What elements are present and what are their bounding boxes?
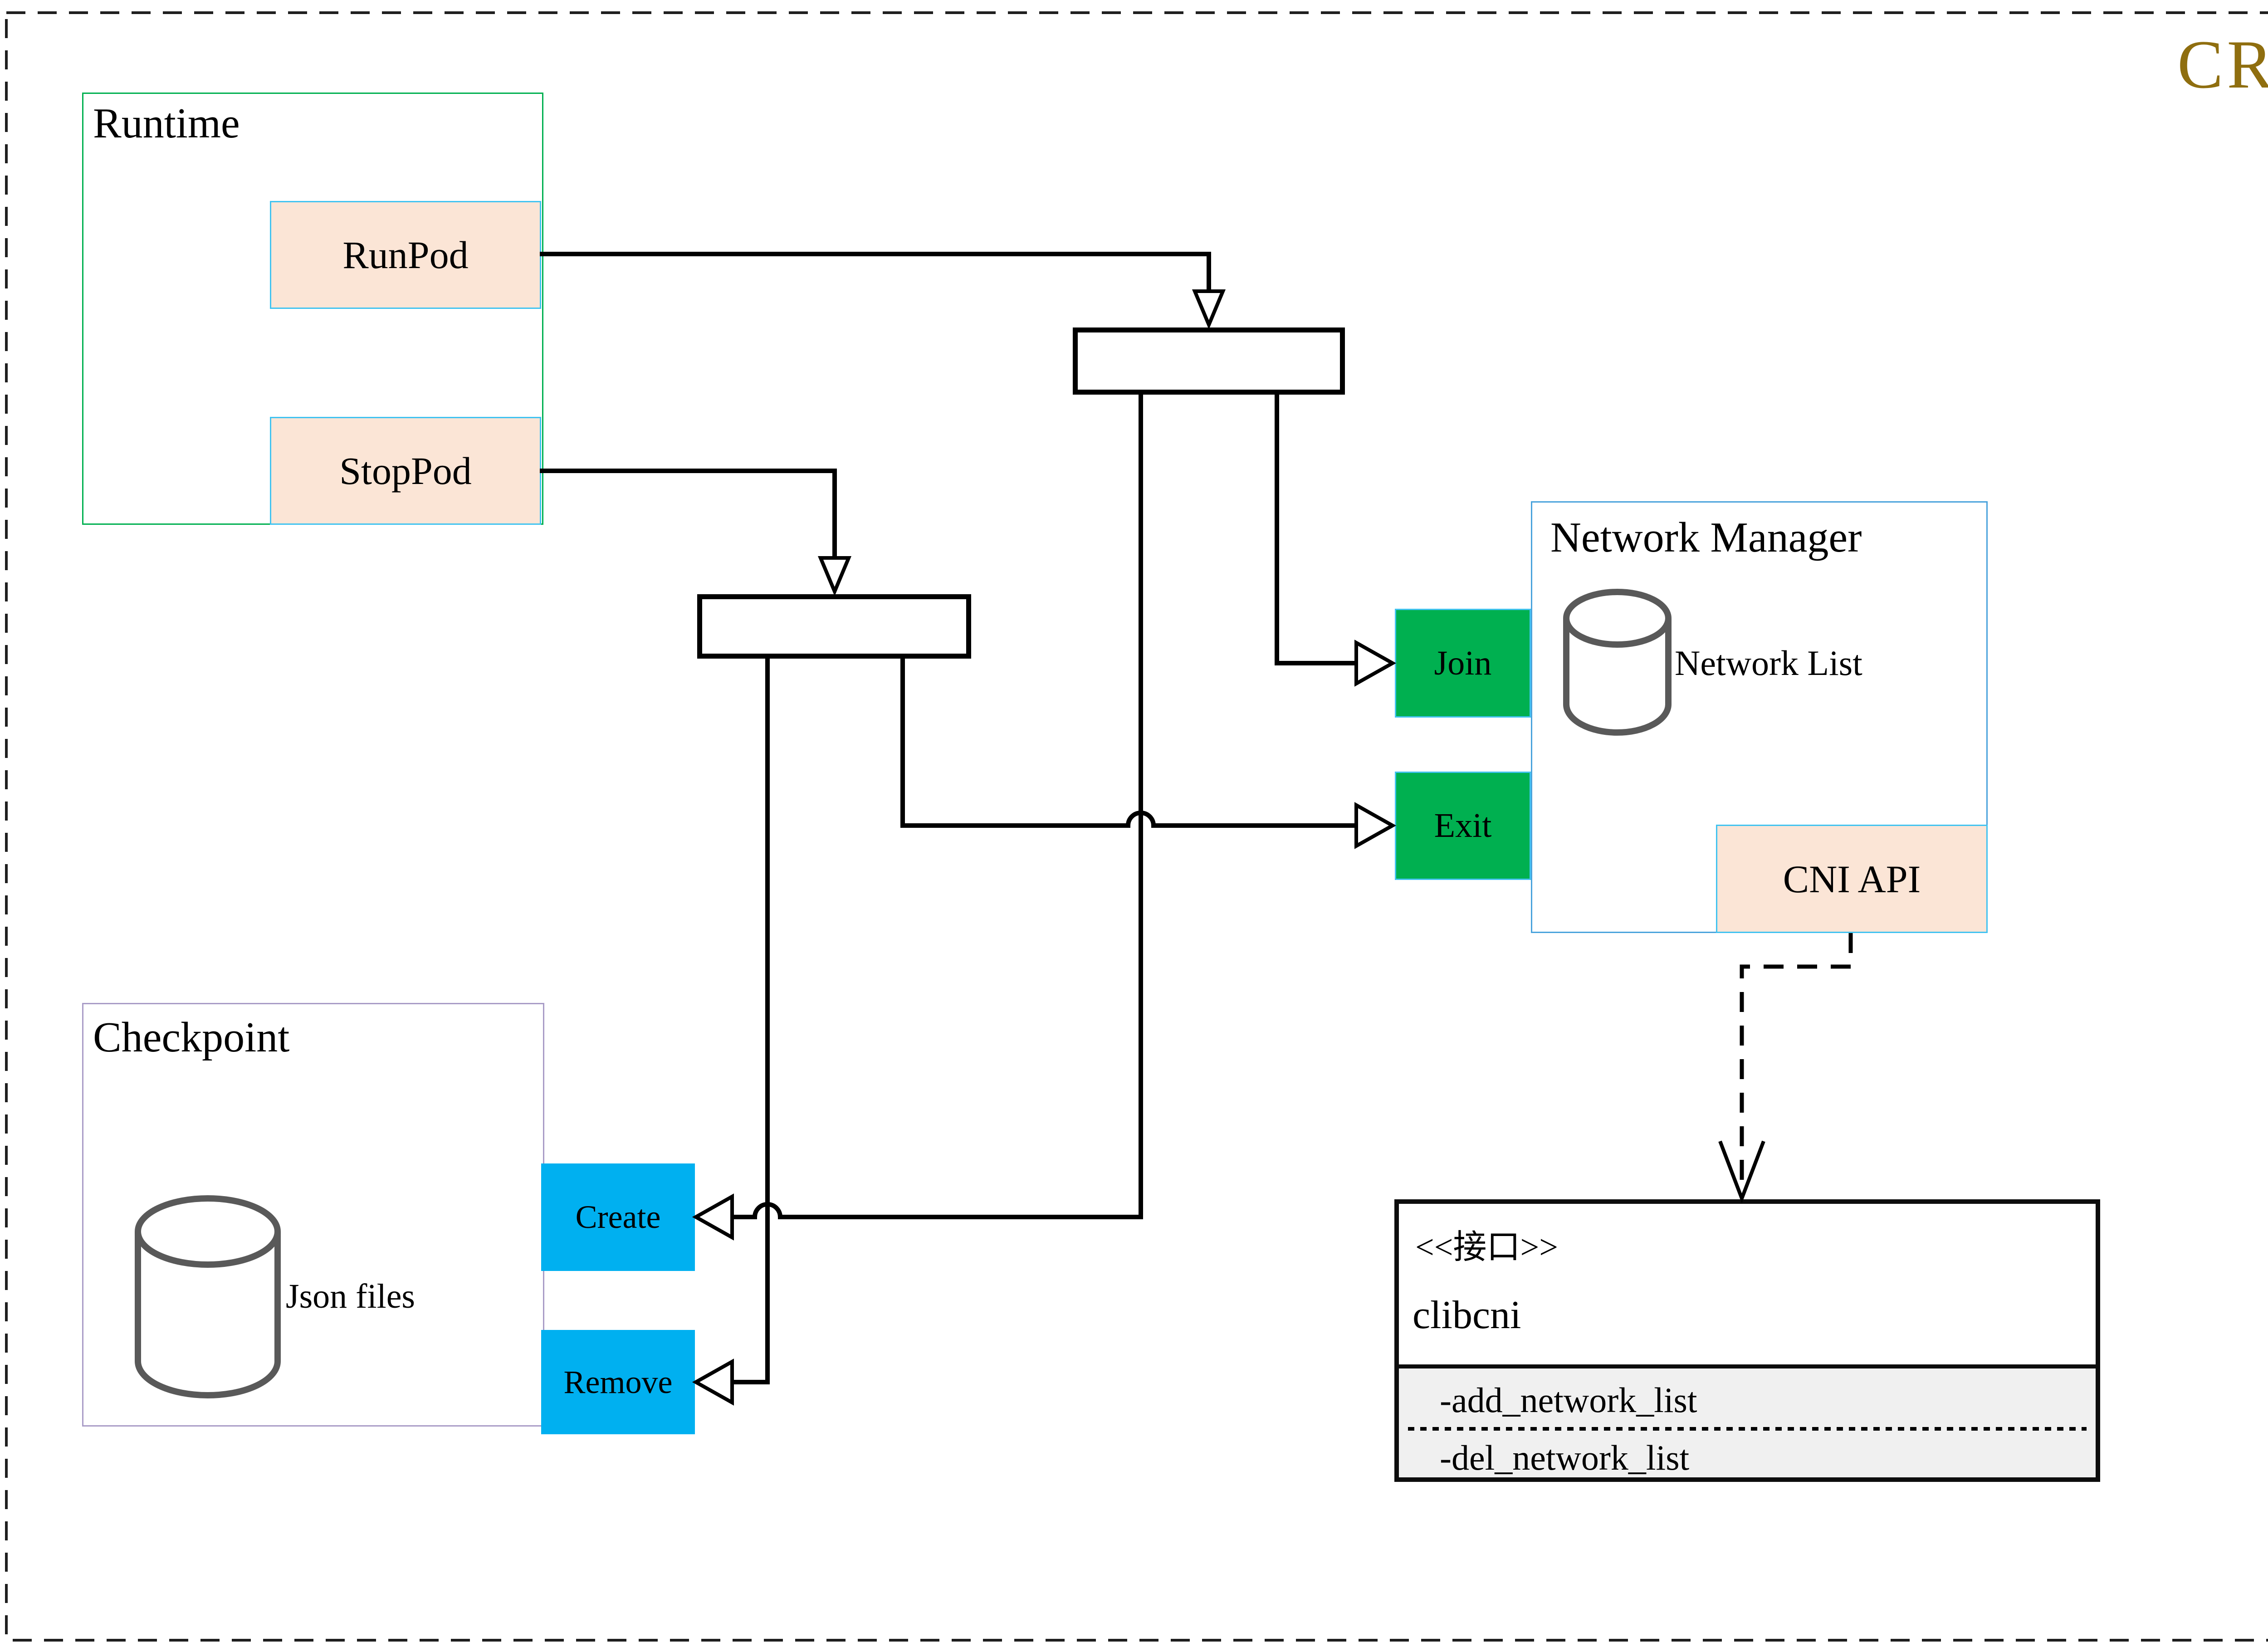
flow-box-runpod xyxy=(1073,327,1345,395)
interface-name: clibcni xyxy=(1413,1293,1521,1337)
arrowhead-right-exit-icon xyxy=(1354,802,1397,849)
arrowhead-down-flowbox2-icon xyxy=(817,556,852,596)
checkpoint-container xyxy=(82,1003,544,1427)
arrowhead-right-join-icon xyxy=(1354,640,1397,687)
arrow-stoppod-to-flowbox2 xyxy=(540,469,837,557)
arrowhead-open-v-clibcni-icon xyxy=(1718,1140,1765,1204)
checkpoint-title: Checkpoint xyxy=(93,1014,290,1061)
cni-api-node: CNI API xyxy=(1716,825,1988,933)
flow-box-stoppod xyxy=(697,594,971,659)
arrowhead-left-create-icon xyxy=(692,1193,734,1241)
method-add-network-list: -add_network_list xyxy=(1440,1380,1697,1420)
network-list-label: Network List xyxy=(1675,643,1862,683)
exit-node: Exit xyxy=(1395,772,1531,880)
arrow-flowbox2-to-exit xyxy=(900,656,1354,828)
cri-watermark: CRI xyxy=(2177,26,2268,103)
method-divider-dotted xyxy=(1408,1427,2087,1431)
arrowhead-down-flowbox1-icon xyxy=(1192,289,1226,330)
interface-divider xyxy=(1399,1364,2096,1368)
arrow-flowbox1-to-create xyxy=(733,392,1143,1219)
arrow-runpod-to-flowbox1 xyxy=(540,252,1211,290)
remove-node: Remove xyxy=(541,1330,695,1434)
interface-stereotype: <<接口>> xyxy=(1415,1228,1558,1266)
json-files-label: Json files xyxy=(286,1277,415,1315)
runpod-node: RunPod xyxy=(270,201,541,309)
interface-methods-section: -add_network_list -del_network_list xyxy=(1399,1368,2096,1477)
runtime-title: Runtime xyxy=(93,100,240,147)
arrow-flowbox2-to-remove xyxy=(733,656,770,1384)
method-del-network-list: -del_network_list xyxy=(1440,1438,1690,1477)
arrow-flowbox1-to-join xyxy=(1275,392,1354,665)
arrowhead-left-remove-icon xyxy=(692,1359,734,1406)
join-node: Join xyxy=(1395,609,1531,718)
stoppod-node: StopPod xyxy=(270,417,541,525)
create-node: Create xyxy=(541,1163,695,1271)
dashed-arrow-cniapi-to-clibcni xyxy=(1740,933,1853,1196)
network-manager-title: Network Manager xyxy=(1550,514,1862,561)
clibcni-interface-box: <<接口>> clibcni -add_network_list -del_ne… xyxy=(1394,1199,2100,1482)
